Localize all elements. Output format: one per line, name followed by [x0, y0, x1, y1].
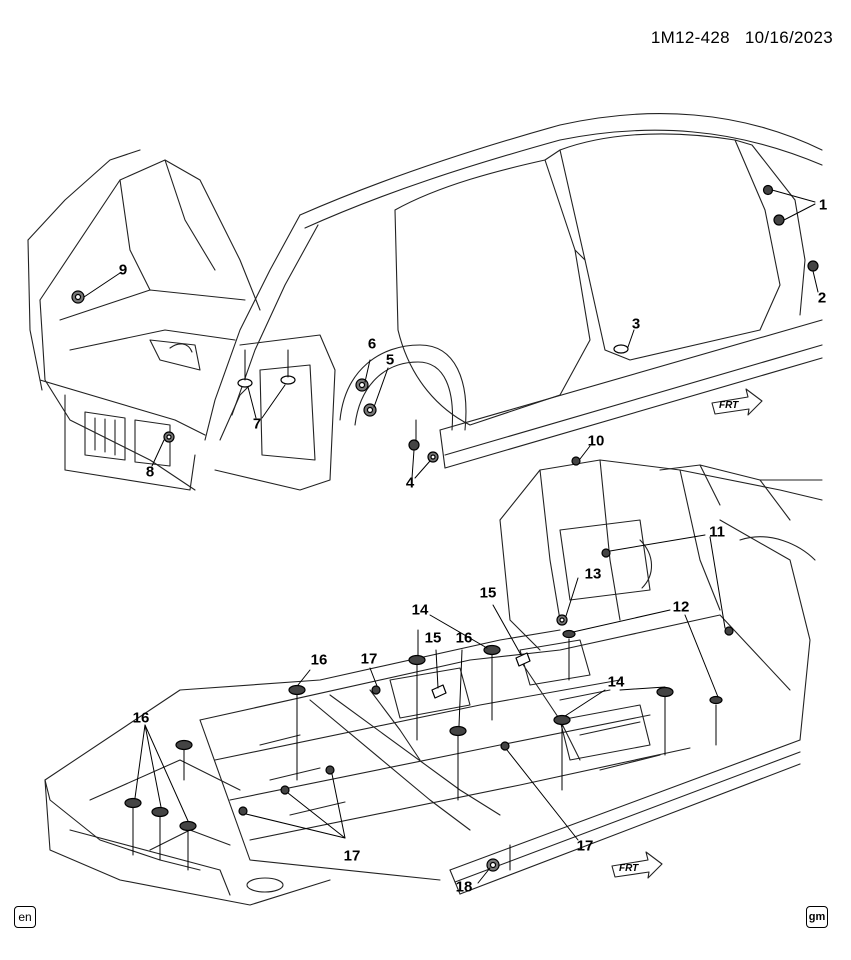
callout-8: 8	[145, 463, 155, 481]
language-badge: en	[14, 906, 36, 928]
front-label-upper: FRT	[719, 400, 739, 411]
callout-14-right: 14	[607, 673, 625, 691]
callout-11: 11	[709, 523, 725, 541]
callout-16-upper: 16	[310, 651, 328, 669]
plug-markers	[71, 184, 819, 872]
callout-6: 6	[367, 335, 377, 353]
callout-13: 13	[584, 565, 602, 583]
callout-15-lower: 15	[424, 629, 442, 647]
diagram-header: 1M12-428 10/16/2023	[641, 28, 833, 48]
callout-1: 1	[818, 196, 828, 214]
callout-15-upper: 15	[479, 584, 497, 602]
callout-3: 3	[631, 315, 641, 333]
callout-17-right: 17	[576, 837, 594, 855]
callout-18: 18	[455, 878, 473, 896]
diagram-code: 1M12-428	[650, 28, 730, 47]
front-arrow-upper	[711, 388, 763, 416]
callout-17-upper: 17	[360, 650, 378, 668]
callout-17-left: 17	[343, 847, 361, 865]
callout-5: 5	[385, 351, 395, 369]
callout-2: 2	[817, 289, 827, 307]
callout-9: 9	[118, 261, 128, 279]
callout-12: 12	[672, 598, 690, 616]
callout-4: 4	[405, 474, 415, 492]
callout-16-left: 16	[132, 709, 150, 727]
front-arrow-lower	[611, 851, 663, 879]
callout-10: 10	[587, 432, 605, 450]
lower-floor-view	[44, 459, 823, 906]
callout-7: 7	[252, 415, 262, 433]
upper-body-view	[27, 113, 823, 491]
front-label-lower: FRT	[619, 863, 639, 874]
leader-lines	[83, 189, 819, 884]
diagram-date: 10/16/2023	[744, 28, 833, 47]
gm-logo-icon: gm	[806, 906, 828, 928]
callout-14-left: 14	[411, 601, 429, 619]
callout-16-center: 16	[455, 629, 473, 647]
